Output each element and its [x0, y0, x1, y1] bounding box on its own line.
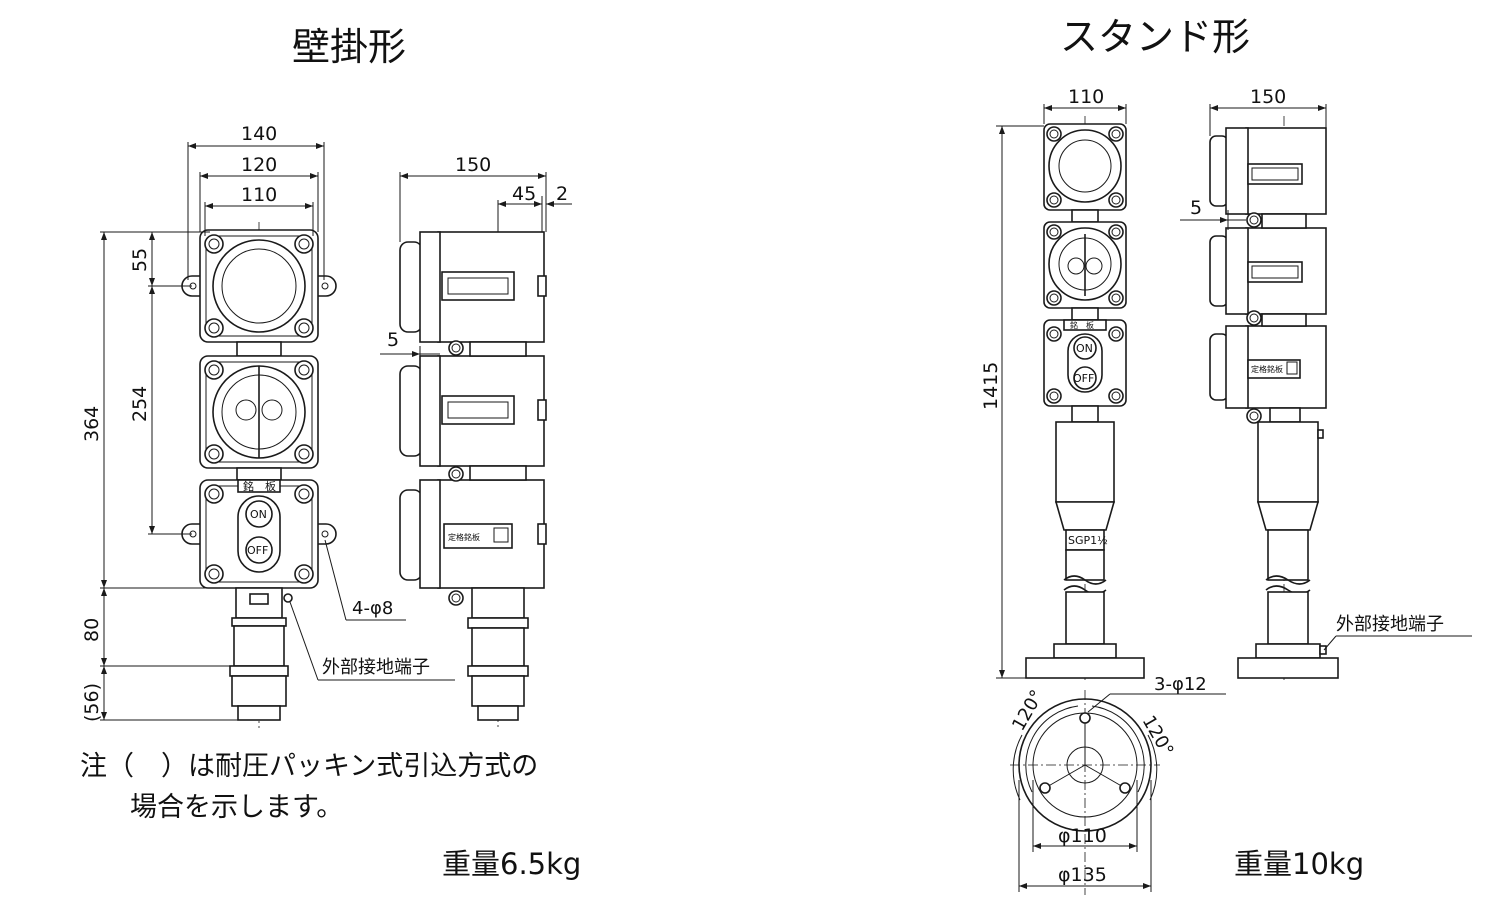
mounting-holes-label: 4-φ8	[352, 598, 393, 619]
dim-height-55: 55	[129, 248, 151, 272]
dim-diameter-135: φ135	[1058, 864, 1107, 886]
ground-terminal-label-stand: 外部接地端子	[1336, 614, 1444, 635]
title-wall-mount: 壁掛形	[292, 25, 406, 69]
pipe-size-label: SGP1½	[1068, 534, 1108, 547]
dim-depth-150-stand: 150	[1250, 86, 1286, 108]
dim-diameter-110: φ110	[1058, 825, 1107, 847]
wall-side-view: 定格銘板	[399, 226, 547, 728]
stand-front-dimensions: 110 1415	[980, 86, 1127, 679]
wall-front-view: 銘 板 ON OFF	[181, 222, 337, 728]
wall-front-dimensions: 140 120 110 55 254 364 80	[81, 123, 455, 722]
dim-depth-150-wall: 150	[455, 154, 491, 176]
wall-side-dimensions: 150 45 2 5	[380, 154, 572, 360]
off-button-label-stand: OFF	[1073, 372, 1094, 385]
dim-depth-2: 2	[556, 183, 568, 205]
note-line-2: 場合を示します。	[130, 792, 343, 823]
base-holes-label: 3-φ12	[1154, 674, 1207, 695]
rating-plate-label-wall: 定格銘板	[448, 532, 480, 542]
on-button-label: ON	[250, 508, 267, 521]
dim-height-254: 254	[129, 386, 151, 422]
note-line-1: 注（ ）は耐圧パッキン式引込方式の	[80, 751, 538, 782]
dim-width-110-stand: 110	[1068, 86, 1104, 108]
dim-height-80: 80	[81, 618, 103, 642]
dim-width-140: 140	[241, 123, 277, 145]
weight-stand: 重量10kg	[1234, 847, 1364, 881]
dim-height-56: (56)	[81, 683, 103, 722]
off-button-label: OFF	[247, 544, 268, 557]
weight-wall: 重量6.5kg	[442, 847, 581, 881]
stand-side-view: 定格銘板	[1209, 116, 1339, 680]
stand-front-view: 銘 板 ON OFF SGP1½	[1025, 116, 1145, 680]
stand-side-dimensions: 150 5 外部接地端子	[1180, 86, 1472, 651]
dim-depth-45: 45	[512, 183, 536, 205]
dim-width-120: 120	[241, 154, 277, 176]
dim-offset-5-stand: 5	[1190, 197, 1202, 219]
title-stand-type: スタンド形	[1060, 15, 1250, 59]
dim-height-1415: 1415	[980, 362, 1002, 410]
nameplate-label-stand: 銘 板	[1070, 320, 1094, 330]
base-plan-view	[1010, 690, 1160, 895]
on-button-label-stand: ON	[1076, 342, 1093, 355]
ground-terminal-label-wall: 外部接地端子	[322, 657, 430, 678]
dim-width-110: 110	[241, 184, 277, 206]
dim-height-364: 364	[81, 406, 103, 442]
dim-offset-5-wall: 5	[387, 329, 399, 351]
rating-plate-label-stand: 定格銘板	[1251, 364, 1283, 374]
nameplate-label: 銘 板	[243, 479, 276, 493]
